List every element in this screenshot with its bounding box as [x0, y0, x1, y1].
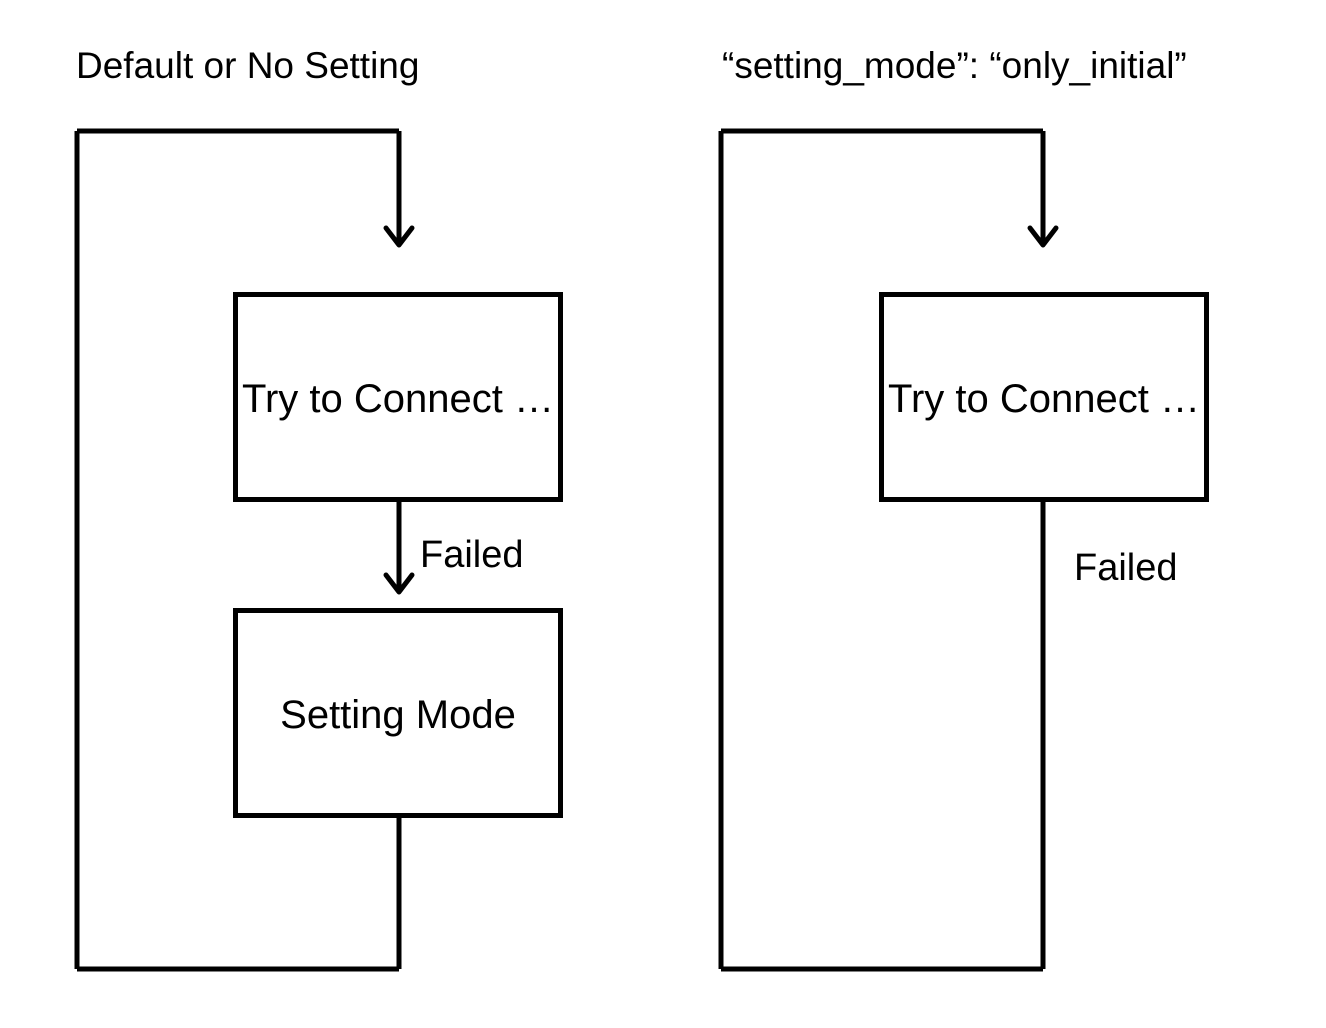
edge-failed-left — [383, 502, 415, 595]
node-label: Try to Connect … — [242, 377, 554, 421]
panel-title-only-initial: “setting_mode”: “only_initial” — [722, 45, 1187, 86]
edge-failed-loop-right — [718, 128, 1059, 972]
edge-label-failed-left: Failed — [420, 534, 524, 576]
panel-title-default: Default or No Setting — [76, 45, 420, 86]
node-setting-mode[interactable]: Setting Mode — [233, 608, 563, 818]
edge-label-failed-right: Failed — [1074, 547, 1178, 589]
node-label: Setting Mode — [280, 693, 516, 737]
node-label: Try to Connect … — [888, 377, 1200, 421]
edge-loop-back-left — [74, 128, 415, 972]
node-try-to-connect-left[interactable]: Try to Connect … — [233, 292, 563, 502]
node-try-to-connect-right[interactable]: Try to Connect … — [879, 292, 1209, 502]
